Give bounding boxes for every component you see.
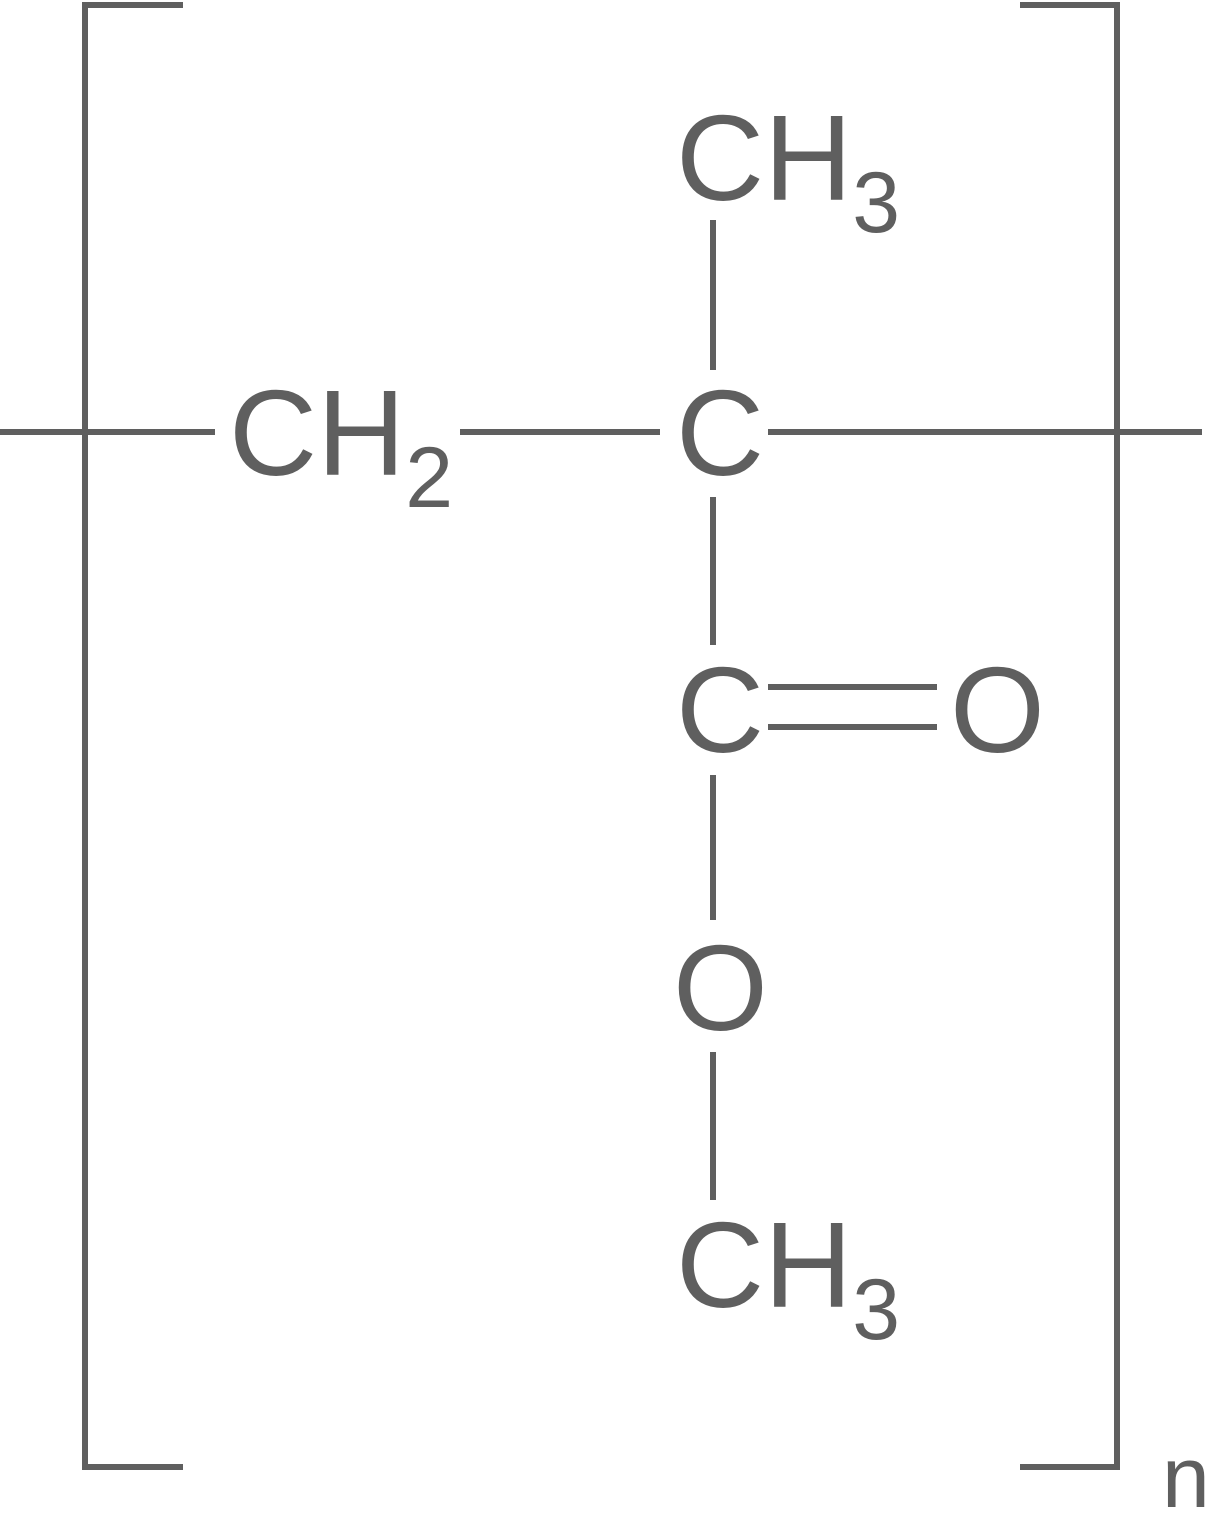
atom-ester-methyl: CH3 xyxy=(676,1197,900,1358)
repeat-unit-subscript: n xyxy=(1162,1430,1210,1526)
left-bracket xyxy=(82,2,183,1470)
atom-carbonyl-carbon: C xyxy=(676,642,764,778)
atom-carbonyl-oxygen: O xyxy=(950,642,1045,778)
atom-alpha-carbon: C xyxy=(676,365,764,501)
atom-methylene: CH2 xyxy=(229,365,453,526)
atom-ester-oxygen: O xyxy=(673,920,768,1056)
atom-top-methyl: CH3 xyxy=(676,90,900,251)
right-bracket xyxy=(1020,2,1120,1470)
